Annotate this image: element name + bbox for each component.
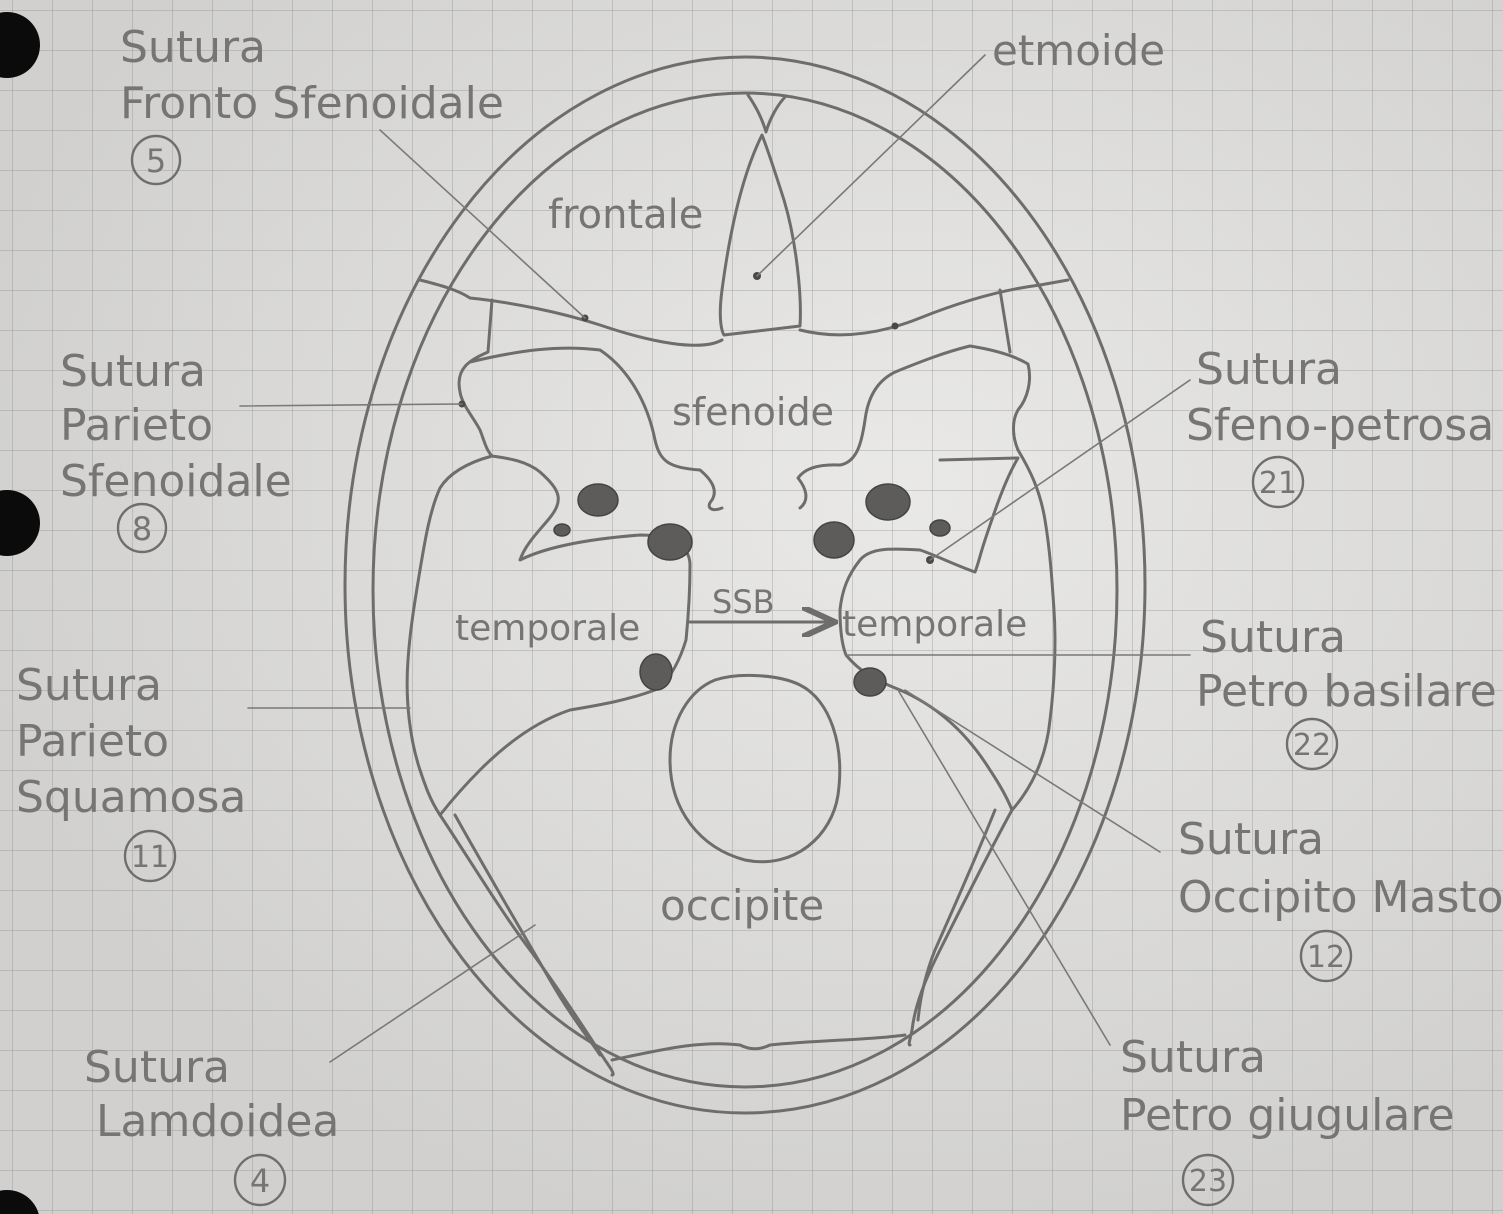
label-temporale-left: temporale	[455, 608, 640, 649]
leader-petro-giugulare	[898, 690, 1110, 1045]
suture-11-title: Sutura	[16, 660, 162, 711]
suture-23-number: 23	[1189, 1164, 1227, 1199]
fronto-sfenoidale-dot-right	[892, 323, 899, 330]
leader-parieto-sfenoidale	[240, 404, 462, 406]
leader-lamdoidea	[330, 925, 535, 1062]
suture-4-name: Lamdoidea	[96, 1096, 339, 1147]
leader-occipito-mastoidea	[905, 690, 1160, 852]
foramen-left-4	[640, 654, 672, 690]
suture-8-name-2: Sfenoidale	[60, 456, 292, 507]
suture-21-title: Sutura	[1196, 344, 1342, 395]
suture-5-name: Fronto Sfenoidale	[120, 78, 504, 129]
suture-21-name: Sfeno-petrosa	[1186, 400, 1494, 451]
suture-8-number: 8	[132, 510, 152, 548]
leader-sfeno-petrosa	[930, 380, 1190, 560]
foramen-magnum	[670, 675, 840, 861]
posterior-occipital-bottom	[612, 1035, 905, 1060]
label-sfenoide: sfenoide	[672, 390, 834, 434]
suture-8-title: Sutura	[60, 346, 206, 397]
suture-12-name: Occipito Mastoidea	[1178, 872, 1503, 923]
foramen-right-2	[930, 520, 950, 536]
suture-4-number: 4	[250, 1162, 270, 1200]
right-lambdoid-line	[909, 810, 1012, 1045]
suture-11-number: 11	[131, 840, 169, 875]
suture-22-title: Sutura	[1200, 612, 1346, 663]
foramen-right-1	[866, 484, 910, 520]
suture-22-number: 22	[1293, 728, 1331, 763]
suture-4-title: Sutura	[84, 1042, 230, 1093]
label-occipite: occipite	[660, 881, 824, 930]
suture-11-name-2: Squamosa	[16, 772, 246, 823]
foramen-left-3	[648, 524, 692, 560]
suture-12-number: 12	[1307, 940, 1345, 975]
fronto-sphenoid-suture-line	[420, 280, 1068, 345]
suture-23-name: Petro giugulare	[1120, 1090, 1455, 1141]
label-frontale: frontale	[548, 192, 703, 238]
frontal-midline	[748, 95, 786, 132]
foramen-left-2	[554, 524, 570, 536]
foramen-left-1	[578, 484, 618, 516]
foramen-right-3	[814, 522, 854, 558]
ethmoid-outline	[720, 135, 800, 335]
label-temporale-right: temporale	[842, 604, 1027, 645]
suture-21-number: 21	[1259, 466, 1297, 501]
suture-5-title: Sutura	[120, 22, 266, 73]
suture-8-name-1: Parieto	[60, 400, 213, 451]
leader-etmoide	[757, 55, 985, 276]
foramen-right-4	[854, 668, 886, 696]
label-ssb: SSB	[712, 583, 775, 621]
suture-23-title: Sutura	[1120, 1032, 1266, 1083]
suture-11-name-1: Parieto	[16, 716, 169, 767]
suture-12-title: Sutura	[1178, 814, 1324, 865]
suture-22-name: Petro basilare	[1196, 666, 1497, 717]
suture-5-number: 5	[146, 142, 166, 180]
label-etmoide: etmoide	[992, 26, 1165, 75]
